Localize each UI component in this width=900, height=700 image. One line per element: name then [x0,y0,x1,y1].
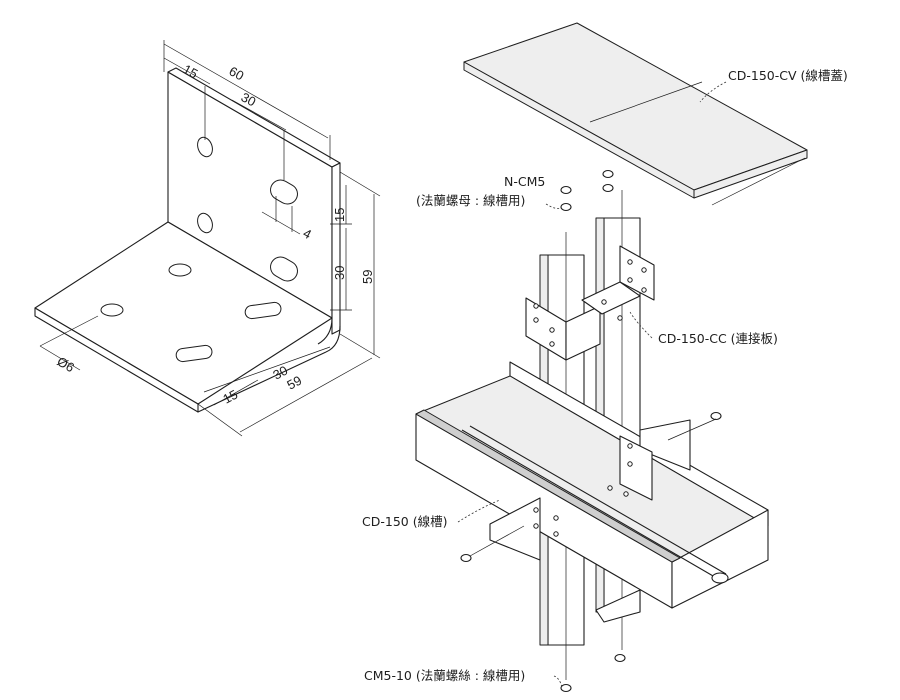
label-screw: CM5-10 (法蘭螺絲 : 線槽用) [364,668,525,683]
dim-15-side: 15 [332,208,347,222]
lower-connectors [489,435,653,623]
label-tray: CD-150 (線槽) [362,514,447,529]
dim-60: 60 [227,63,247,83]
dim-59-bottom: 59 [284,373,304,393]
dim-15-bottom: 15 [220,387,240,407]
connector-plates [525,245,655,361]
dim-59-side: 59 [360,270,375,284]
fasteners [460,169,722,693]
label-nut-code: N-CM5 [504,174,545,189]
dim-30-bottom: 30 [270,363,290,383]
label-cover: CD-150-CV (線槽蓋) [728,68,848,83]
dim-30-top: 30 [239,89,259,109]
dim-30-side: 30 [332,266,347,280]
l-bracket [34,40,381,437]
label-nut-desc: (法蘭螺母 : 線槽用) [416,193,525,208]
cable-tray [415,361,769,609]
dim-15-top: 15 [181,61,201,81]
label-connector: CD-150-CC (連接板) [658,331,778,346]
tray-cover [463,22,808,206]
